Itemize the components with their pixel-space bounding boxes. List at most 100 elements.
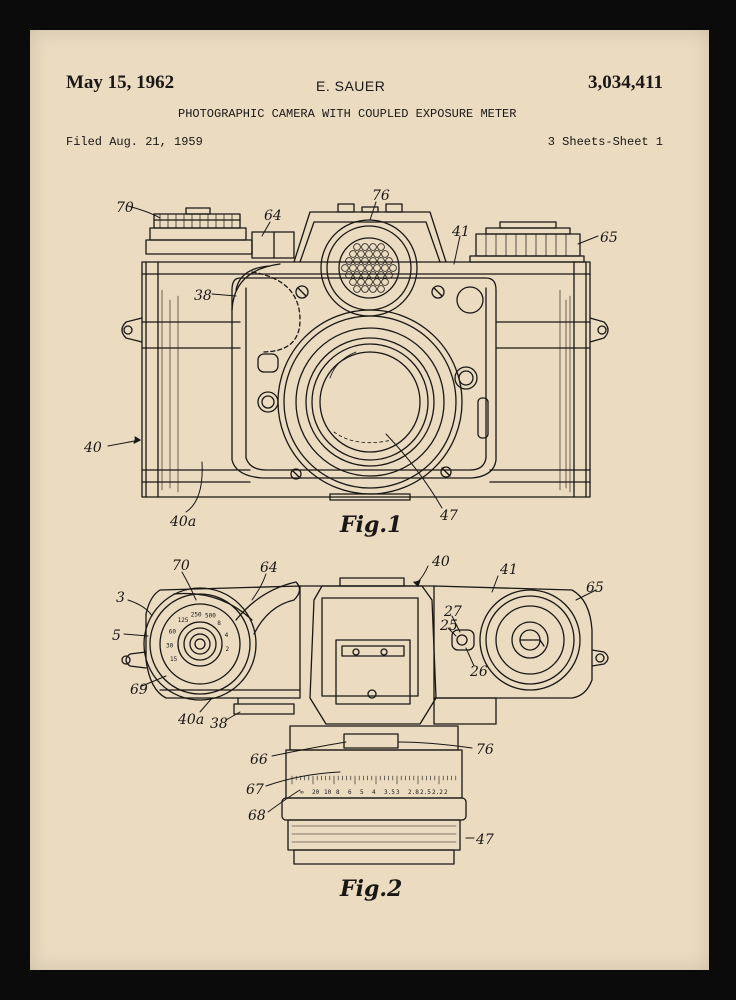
- meter-cell: [358, 279, 365, 286]
- ref-65-fig2: 65: [586, 580, 604, 596]
- meter-cell: [354, 258, 361, 265]
- meter-cell: [350, 279, 357, 286]
- meter-cell: [378, 286, 385, 293]
- ref-64-fig1: 64: [264, 208, 282, 224]
- ref-5-fig2: 5: [112, 628, 121, 644]
- ref-67-fig2: 67: [246, 782, 264, 798]
- lens-scale-number: ∞: [300, 789, 304, 796]
- lens-scale-number: 10: [324, 789, 332, 796]
- ref-68-fig2: 68: [248, 808, 266, 824]
- figure1-reference-numerals: 70 64 76 41 65 38 40 40a 47 Fig.1: [83, 188, 618, 538]
- camera-front-view: [108, 202, 608, 512]
- meter-cell: [354, 244, 361, 251]
- meter-cell: [362, 258, 369, 265]
- meter-cell: [366, 265, 373, 272]
- meter-cell: [362, 272, 369, 279]
- ref-47-fig2: 47: [475, 832, 494, 848]
- camera-top-view: [122, 566, 608, 864]
- dial-number: 15: [170, 656, 178, 663]
- lens-scale-number: 2: [444, 789, 448, 796]
- ref-38-fig1: 38: [194, 288, 212, 304]
- ref-27-fig2: 27: [443, 604, 462, 620]
- meter-cell: [378, 244, 385, 251]
- patent-date: May 15, 1962: [66, 72, 175, 93]
- patent-title: PHOTOGRAPHIC CAMERA WITH COUPLED EXPOSUR…: [178, 107, 517, 121]
- lens-scale-number: 2.2: [432, 789, 443, 796]
- dial-number: 4: [225, 632, 229, 639]
- ref-40a-fig1: 40a: [169, 514, 196, 530]
- inventor-name: E. SAUER: [316, 78, 386, 94]
- ref-69-fig2: 69: [130, 682, 148, 698]
- meter-cell: [342, 265, 349, 272]
- dial-number: 125: [178, 617, 189, 624]
- meter-cell: [362, 244, 369, 251]
- dial-number: 2: [226, 646, 230, 653]
- ref-40-fig1: 40: [83, 440, 102, 456]
- meter-cell: [370, 244, 377, 251]
- ref-64-fig2: 64: [260, 560, 278, 576]
- ref-41-fig1: 41: [451, 224, 470, 240]
- figure1-caption: Fig.1: [339, 512, 402, 538]
- patent-number: 3,034,411: [588, 72, 663, 93]
- meter-cell: [382, 265, 389, 272]
- meter-cell: [382, 251, 389, 258]
- ref-26-fig2: 26: [469, 664, 488, 680]
- meter-cell: [358, 251, 365, 258]
- ref-40a-fig2: 40a: [177, 712, 204, 728]
- meter-cell: [346, 258, 353, 265]
- dial-number: 500: [205, 612, 216, 619]
- ref-66-fig2: 66: [250, 752, 268, 768]
- lens-scale-number: 2.5: [420, 789, 431, 796]
- lens-scale-number: 3.5: [384, 789, 395, 796]
- lens-scale-number: 3: [396, 789, 400, 796]
- meter-cell: [386, 258, 393, 265]
- figure2-reference-numerals: 70 64 40 41 65 3 5 69 40a 38 27 25 26 66…: [112, 554, 604, 902]
- ref-41-fig2: 41: [499, 562, 518, 578]
- figure2-caption: Fig.2: [339, 876, 402, 902]
- sheet-count: 3 Sheets-Sheet 1: [547, 135, 663, 149]
- lens-scale-number: 8: [336, 789, 340, 796]
- meter-cell: [370, 286, 377, 293]
- filed-date: Filed Aug. 21, 1959: [66, 135, 203, 149]
- lens-scale-number: 4: [372, 789, 376, 796]
- dial-number: 30: [166, 642, 174, 649]
- lens-scale-number: 2.8: [408, 789, 419, 796]
- meter-cell: [382, 279, 389, 286]
- ref-76-fig2: 76: [476, 742, 494, 758]
- lens-scale-number: 6: [348, 789, 352, 796]
- meter-cell: [378, 258, 385, 265]
- ref-38-fig2: 38: [210, 716, 228, 732]
- ref-40-fig2: 40: [431, 554, 450, 570]
- dial-number: 250: [191, 612, 202, 619]
- meter-cell: [374, 265, 381, 272]
- dial-number: 8: [217, 620, 221, 627]
- meter-cell: [354, 286, 361, 293]
- ref-47-fig1: 47: [439, 508, 458, 524]
- ref-76-fig1: 76: [372, 188, 390, 204]
- ref-70-fig1: 70: [116, 200, 134, 216]
- meter-cell: [370, 272, 377, 279]
- lens-scale-number: 5: [360, 789, 364, 796]
- meter-cell: [362, 286, 369, 293]
- ref-3-fig2: 3: [116, 590, 125, 606]
- meter-cell: [346, 272, 353, 279]
- meter-cell: [386, 272, 393, 279]
- meter-cell: [354, 272, 361, 279]
- meter-cell: [374, 279, 381, 286]
- dial-number: 60: [169, 628, 177, 635]
- ref-65-fig1: 65: [600, 230, 618, 246]
- meter-cell: [378, 272, 385, 279]
- meter-cell: [366, 279, 373, 286]
- meter-cell: [390, 265, 397, 272]
- meter-cell: [358, 265, 365, 272]
- meter-cell: [374, 251, 381, 258]
- meter-cell: [350, 251, 357, 258]
- ref-25-fig2: 25: [439, 618, 458, 634]
- ref-70-fig2: 70: [172, 558, 190, 574]
- meter-cell: [370, 258, 377, 265]
- meter-cell: [350, 265, 357, 272]
- meter-cell: [366, 251, 373, 258]
